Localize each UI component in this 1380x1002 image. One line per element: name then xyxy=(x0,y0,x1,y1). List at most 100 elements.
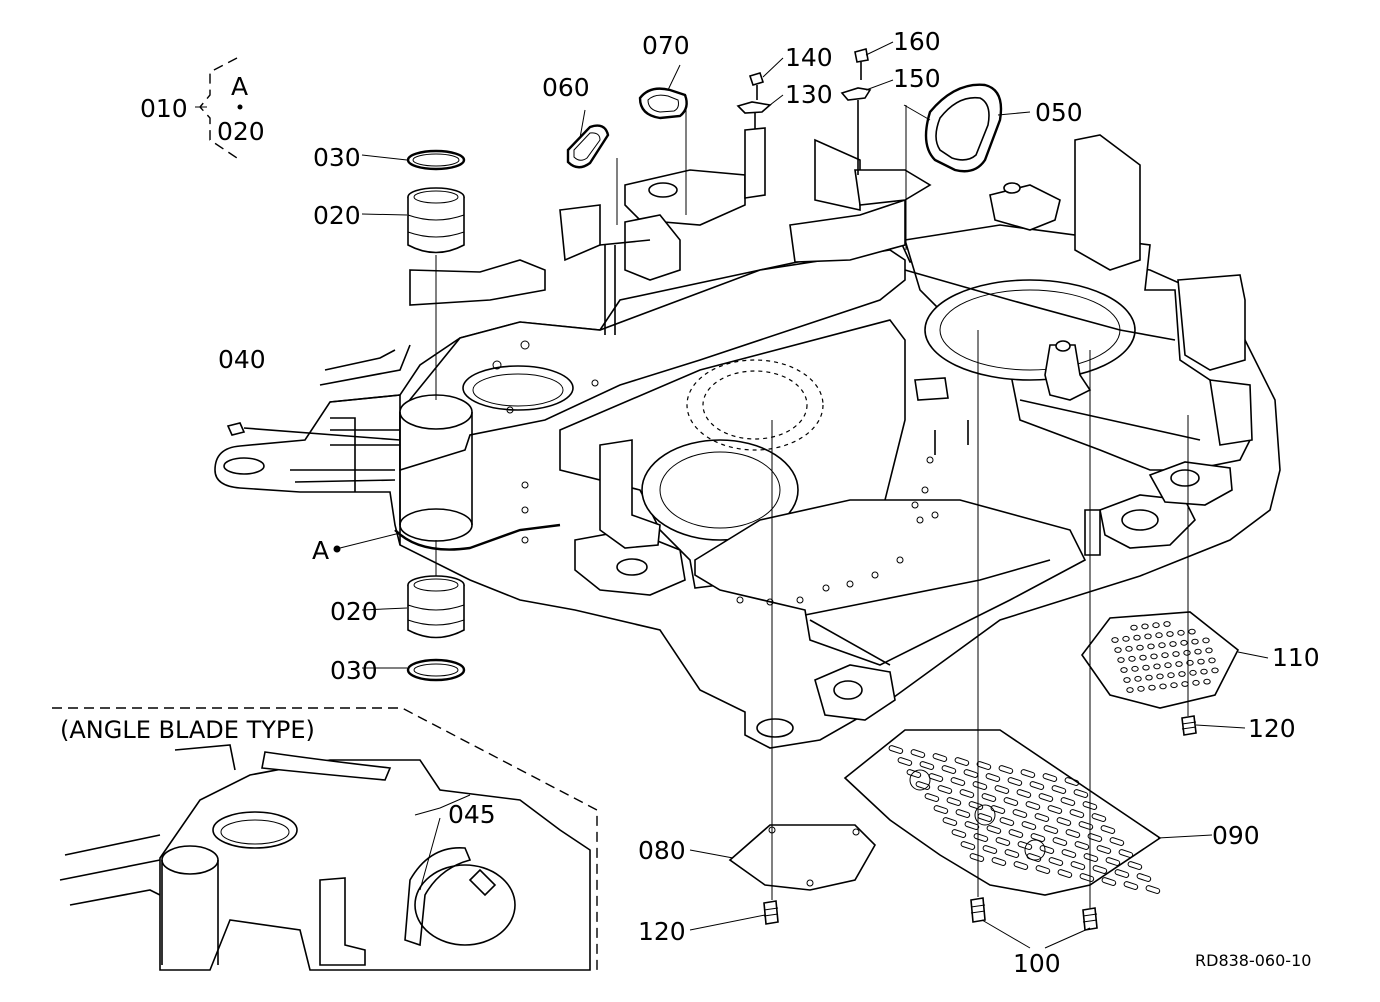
grille-slot xyxy=(1078,821,1094,830)
grille-slot xyxy=(1101,877,1117,886)
grille-slot xyxy=(946,797,962,806)
grille-slot xyxy=(1064,777,1080,786)
grille-slot xyxy=(933,805,949,814)
label-090: 090 xyxy=(1212,821,1260,850)
grille-slot xyxy=(976,761,992,770)
grille-slot xyxy=(1029,781,1045,790)
label-030-top: 030 xyxy=(313,143,361,172)
grille-slot xyxy=(910,749,926,758)
label-010: 010 xyxy=(140,94,188,123)
grille-slot xyxy=(960,841,976,850)
mesh-hole xyxy=(1202,637,1210,644)
mesh-hole xyxy=(1163,621,1171,627)
drawing-code: RD838-060-10 xyxy=(1195,951,1311,970)
label-160: 160 xyxy=(893,27,941,56)
grille-slot xyxy=(1136,873,1152,882)
grille-slot xyxy=(968,801,984,810)
grille-slot xyxy=(1056,817,1072,826)
mesh-hole xyxy=(1192,679,1200,686)
mesh-hole xyxy=(1145,674,1153,681)
grille-slot xyxy=(1016,789,1032,798)
mesh-hole xyxy=(1126,687,1134,693)
grille-slot xyxy=(1038,793,1054,802)
part-050-grommet xyxy=(924,83,1003,173)
part-080-cover-plate xyxy=(728,824,876,891)
label-130: 130 xyxy=(785,80,833,109)
inset-angle-blade xyxy=(52,707,598,975)
mesh-hole xyxy=(1170,682,1178,689)
grille-slot xyxy=(1087,833,1103,842)
grille-slot xyxy=(1042,773,1058,782)
grille-slot xyxy=(998,765,1014,774)
grille-slot xyxy=(1123,881,1139,890)
mesh-hole xyxy=(1125,645,1133,652)
grille-slot xyxy=(1048,857,1064,866)
label-080: 080 xyxy=(638,836,686,865)
grille-slot xyxy=(1034,813,1050,822)
grille-slot xyxy=(1074,841,1090,850)
part-020-top-bushing xyxy=(407,187,465,254)
leader-lines xyxy=(195,41,1269,949)
part-030-top-ring xyxy=(406,149,466,171)
mesh-hole xyxy=(1172,651,1180,657)
mesh-hole xyxy=(1211,667,1219,674)
grille-slot xyxy=(951,829,967,838)
label-020-bottom: 020 xyxy=(330,597,378,626)
grille-slot xyxy=(1070,861,1086,870)
grille-slot xyxy=(986,825,1002,834)
mesh-hole xyxy=(1189,669,1197,676)
mesh-hole xyxy=(1114,647,1122,653)
mesh-hole xyxy=(1137,685,1145,692)
mesh-hole xyxy=(1128,655,1136,662)
grille-slot xyxy=(1025,801,1041,810)
mesh-hole xyxy=(1122,635,1130,642)
grille-slot xyxy=(1060,797,1076,806)
grille-slot xyxy=(924,793,940,802)
grille-slot xyxy=(1039,845,1055,854)
grille-slot xyxy=(1105,857,1121,866)
grille-slot xyxy=(1043,825,1059,834)
inset-caption: (ANGLE BLADE TYPE) xyxy=(60,716,315,744)
mesh-hole xyxy=(1186,659,1194,666)
label-100: 100 xyxy=(1013,949,1061,978)
grille-slot xyxy=(955,809,971,818)
label-070: 070 xyxy=(642,31,690,60)
grille-slot xyxy=(1061,849,1077,858)
grille-slot xyxy=(897,757,913,766)
label-020-top: 020 xyxy=(313,201,361,230)
mesh-hole xyxy=(1161,652,1169,659)
grille-slot xyxy=(1127,861,1143,870)
grille-slot xyxy=(941,765,957,774)
label-050: 050 xyxy=(1035,98,1083,127)
grille-slot xyxy=(1057,869,1073,878)
mesh-hole xyxy=(1123,677,1131,683)
mesh-hole xyxy=(1144,633,1152,640)
mesh-hole xyxy=(1158,642,1166,649)
part-060-grommet xyxy=(566,124,610,169)
grille-slot xyxy=(942,817,958,826)
part-130-clamp xyxy=(736,101,772,199)
mesh-hole xyxy=(1139,654,1147,661)
grille-slot xyxy=(1082,801,1098,810)
grille-slot xyxy=(1091,813,1107,822)
grille-slot xyxy=(932,753,948,762)
main-frame xyxy=(214,134,1281,749)
grille-slot xyxy=(1109,837,1125,846)
mesh-hole xyxy=(1164,662,1172,669)
part-150-plate xyxy=(840,87,872,175)
part-100-bolt-b xyxy=(1082,907,1098,931)
mesh-hole xyxy=(1200,668,1208,675)
part-070-grommet xyxy=(638,87,688,120)
mesh-hole xyxy=(1166,631,1174,637)
grille-slot xyxy=(1114,869,1130,878)
label-060: 060 xyxy=(542,73,590,102)
mesh-hole xyxy=(1159,683,1167,690)
grille-slot xyxy=(1003,797,1019,806)
grille-slot xyxy=(1096,845,1112,854)
grille-slot xyxy=(1012,809,1028,818)
part-120-bolt-bottom xyxy=(763,900,779,925)
mesh-hole xyxy=(1117,657,1125,663)
mesh-hole xyxy=(1153,663,1161,670)
mesh-hole xyxy=(1191,638,1199,645)
